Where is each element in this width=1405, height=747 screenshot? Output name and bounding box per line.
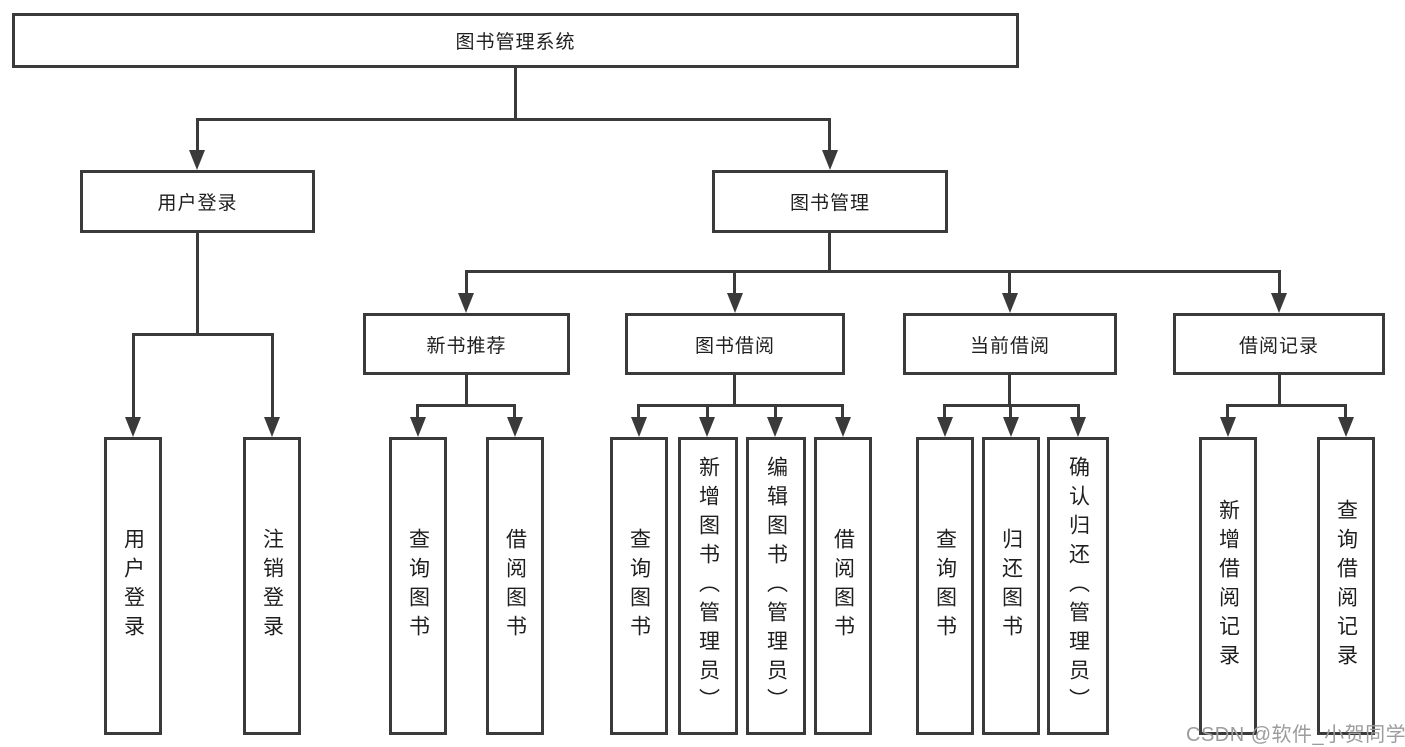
leaf-edit-books-admin: 编辑图书（管理员） (746, 437, 806, 735)
connector-line (637, 404, 640, 418)
connector-line (514, 68, 517, 120)
connector-line (637, 404, 844, 407)
leaf-borrowing-query-books: 查询图书 (610, 437, 668, 735)
connector-line (465, 270, 468, 296)
node-book-borrowing: 图书借阅 (625, 313, 845, 375)
leaf-recommend-borrow-books: 借阅图书 (486, 437, 544, 735)
leaf-user-login-label: 用户登录 (121, 528, 145, 644)
node-borrowing-records: 借阅记录 (1173, 313, 1385, 375)
connector-line (1344, 404, 1347, 418)
arrowhead-icon (1002, 293, 1018, 313)
leaf-current-query-books-label: 查询图书 (933, 528, 957, 644)
arrowhead-icon (1003, 417, 1019, 437)
leaf-add-borrow-record: 新增借阅记录 (1199, 437, 1257, 735)
leaf-add-books-admin: 新增图书（管理员） (678, 437, 738, 735)
node-user-login: 用户登录 (80, 170, 315, 233)
arrowhead-icon (410, 417, 426, 437)
connector-line (132, 333, 274, 336)
leaf-borrowing-query-books-label: 查询图书 (627, 528, 651, 644)
arrowhead-icon (1338, 417, 1354, 437)
leaf-logout-label: 注销登录 (260, 528, 284, 644)
leaf-add-books-admin-label: 新增图书（管理员） (696, 455, 720, 717)
node-book-management: 图书管理 (712, 170, 948, 233)
arrowhead-icon (822, 150, 838, 170)
connector-line (196, 118, 831, 121)
leaf-recommend-query-books: 查询图书 (389, 437, 447, 735)
node-current-borrowing-label: 当前借阅 (969, 335, 1050, 357)
arrowhead-icon (458, 293, 474, 313)
connector-line (196, 118, 199, 152)
node-new-book-recommendation-label: 新书推荐 (426, 335, 507, 357)
leaf-borrowing-borrow-books-label: 借阅图书 (831, 528, 855, 644)
connector-line (416, 404, 419, 418)
arrowhead-icon (1070, 417, 1086, 437)
connector-line (465, 375, 468, 407)
leaf-query-borrow-record: 查询借阅记录 (1317, 437, 1375, 735)
leaf-add-borrow-record-label: 新增借阅记录 (1216, 499, 1240, 673)
node-new-book-recommendation: 新书推荐 (363, 313, 570, 375)
leaf-confirm-return-admin: 确认归还（管理员） (1047, 437, 1109, 735)
arrowhead-icon (699, 417, 715, 437)
node-library-management-system: 图书管理系统 (12, 13, 1019, 68)
arrowhead-icon (507, 417, 523, 437)
connector-line (1226, 404, 1229, 418)
arrowhead-icon (835, 417, 851, 437)
node-book-management-label: 图书管理 (789, 193, 870, 214)
connector-line (132, 333, 135, 419)
leaf-user-login: 用户登录 (104, 437, 162, 735)
connector-line (828, 233, 831, 272)
arrowhead-icon (1271, 293, 1287, 313)
node-user-login-label: 用户登录 (157, 193, 238, 214)
node-borrowing-records-label: 借阅记录 (1238, 335, 1319, 357)
connector-line (1278, 270, 1281, 296)
connector-line (1278, 375, 1281, 407)
connector-line (841, 404, 844, 418)
connector-line (733, 270, 736, 296)
connector-line (1008, 270, 1011, 296)
connector-line (271, 333, 274, 419)
leaf-recommend-borrow-books-label: 借阅图书 (503, 528, 527, 644)
connector-line (1008, 375, 1011, 407)
connector-line (706, 404, 709, 418)
csdn-watermark: CSDN @软件_小贺同学 (1186, 724, 1405, 746)
leaf-recommend-query-books-label: 查询图书 (406, 528, 430, 644)
arrowhead-icon (189, 150, 205, 170)
connector-line (465, 270, 1281, 273)
leaf-logout: 注销登录 (243, 437, 301, 735)
connector-line (1077, 404, 1080, 418)
node-library-management-system-label: 图书管理系统 (455, 32, 576, 53)
connector-line (196, 233, 199, 335)
connector-line (513, 404, 516, 418)
leaf-confirm-return-admin-label: 确认归还（管理员） (1066, 455, 1090, 717)
arrowhead-icon (767, 417, 783, 437)
node-current-borrowing: 当前借阅 (903, 313, 1117, 375)
leaf-return-books: 归还图书 (982, 437, 1040, 735)
connector-line (733, 375, 736, 407)
arrowhead-icon (937, 417, 953, 437)
leaf-return-books-label: 归还图书 (999, 528, 1023, 644)
node-book-borrowing-label: 图书借阅 (694, 335, 775, 357)
arrowhead-icon (631, 417, 647, 437)
connector-line (774, 404, 777, 418)
arrowhead-icon (125, 417, 141, 437)
leaf-borrowing-borrow-books: 借阅图书 (814, 437, 872, 735)
leaf-edit-books-admin-label: 编辑图书（管理员） (764, 455, 788, 717)
arrowhead-icon (1220, 417, 1236, 437)
connector-line (1009, 404, 1012, 418)
connector-line (828, 118, 831, 152)
arrowhead-icon (727, 293, 743, 313)
connector-line (1226, 404, 1347, 407)
arrowhead-icon (264, 417, 280, 437)
connector-line (943, 404, 946, 418)
leaf-current-query-books: 查询图书 (916, 437, 974, 735)
leaf-query-borrow-record-label: 查询借阅记录 (1334, 499, 1358, 673)
connector-line (416, 404, 516, 407)
